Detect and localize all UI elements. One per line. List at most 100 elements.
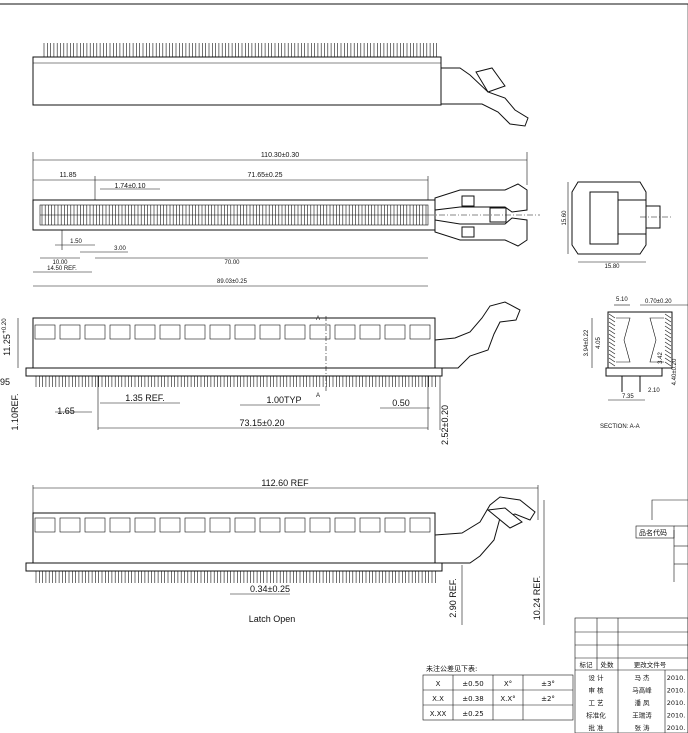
title-block-cell: 王瑞涛 (632, 711, 652, 720)
hatch (664, 313, 672, 319)
hatch (664, 349, 672, 355)
window (234, 517, 256, 533)
tolerance-cell: ±2° (541, 695, 555, 703)
hatch (664, 341, 672, 347)
title-block-header: 更改文件号 (634, 660, 667, 669)
dim-pin-block: 71.65±0.25 (248, 172, 283, 179)
front-view-base (25, 367, 443, 377)
dim-100: 1.00TYP (266, 395, 301, 405)
window (34, 517, 56, 533)
window (34, 324, 56, 340)
hatch (664, 361, 672, 367)
open-view-body (32, 512, 436, 564)
end-view-core (589, 191, 619, 245)
window (309, 517, 331, 533)
hatch (608, 317, 616, 323)
dim-end-width: 15.60 (562, 210, 568, 226)
top-view: 110.30±0.30 11.85 71.65±0.25 1.74±0.10 1… (32, 152, 540, 287)
hatch (664, 357, 672, 363)
section-contacts (616, 317, 664, 363)
tolerance-table-title: 未注公差见下表: (426, 664, 477, 673)
title-block-cell: 2010. (667, 712, 686, 720)
hatch (608, 329, 616, 335)
dim-1450: 14.50 REF. (47, 266, 77, 272)
window (334, 517, 356, 533)
window (359, 324, 381, 340)
dim-70: 70.00 (224, 260, 240, 266)
window (359, 517, 381, 533)
tolerance-cell: X (436, 680, 441, 688)
dim-89: 89.03±0.25 (217, 279, 248, 285)
dim-pitch: 1.74±0.10 (114, 183, 145, 190)
window (159, 324, 181, 340)
open-view-windows (34, 517, 431, 533)
hatch (664, 353, 672, 359)
dim-135: 1.35 REF. (125, 393, 165, 403)
dim-735: 7.35 (622, 394, 634, 400)
hatch (608, 313, 616, 319)
dim-ref-110: 1.10REF. (10, 393, 20, 430)
dim-342: 3.42 (658, 352, 664, 364)
title-block-cell: 2010. (667, 687, 686, 695)
title-block-cell: 批 准 (588, 723, 604, 732)
open-view-pins (35, 571, 436, 583)
latch-open-view: 112.60 REF 0.34±0.25 Latch Open 2.90 REF… (25, 478, 545, 625)
dim-left-offset: 11.85 (60, 172, 77, 179)
title-block-frame (574, 617, 688, 733)
hatch (664, 329, 672, 335)
open-view-latch (434, 496, 536, 564)
window (409, 517, 431, 533)
dim-252: 2.52±0.20 (440, 405, 450, 445)
hatch (608, 321, 616, 327)
hatch (608, 333, 616, 339)
title-block-cell: 2010. (667, 674, 686, 682)
window (59, 324, 81, 340)
title-block-header: 标记 (580, 660, 594, 669)
window (184, 517, 206, 533)
dim-left-small: 95 (0, 377, 10, 387)
tolerance-cell: ±0.25 (462, 710, 483, 718)
dim-440: 4.40±0.20 (672, 358, 678, 385)
code-box-top-frame (651, 499, 688, 520)
hatch (608, 341, 616, 347)
dim-height-tol: +0.20 (2, 318, 8, 334)
title-block-cell: 审 核 (588, 686, 604, 695)
window (134, 324, 156, 340)
side-view-body (32, 56, 442, 106)
tolerance-cell: X.X (432, 695, 444, 703)
top-view-latch-lower (434, 217, 528, 247)
section-hatch (608, 313, 672, 367)
hatch (608, 357, 616, 363)
title-block-cell: 马高峰 (632, 686, 652, 695)
top-view-latch-upper (434, 183, 528, 213)
section-mark-bottom: A (316, 393, 320, 399)
top-view-latch-hole-lower (461, 226, 475, 238)
title-block-cell: 马 杰 (634, 673, 650, 682)
side-view-pins (43, 43, 438, 57)
window (109, 324, 131, 340)
section-mark-top: A (316, 316, 320, 322)
hatch (664, 337, 672, 343)
dim-overall-open: 112.60 REF (261, 478, 309, 488)
dim-210: 2.10 (648, 388, 660, 394)
open-view-latch-lever (486, 507, 523, 529)
hatch (608, 353, 616, 359)
window (259, 517, 281, 533)
dim-7315: 73.15±0.20 (240, 418, 285, 428)
window (309, 324, 331, 340)
hatch (664, 345, 672, 351)
hatch (664, 317, 672, 323)
dim-165: 1.65 (57, 406, 75, 416)
code-box: 品名代码 (635, 499, 688, 582)
window (259, 324, 281, 340)
dim-070: 0.70±0.20 (645, 299, 672, 305)
end-view: 15.60 15.80 (562, 181, 672, 270)
window (284, 517, 306, 533)
dim-end-depth: 15.80 (604, 264, 620, 270)
code-box-label: 品名代码 (639, 528, 667, 537)
hatch (664, 321, 672, 327)
front-view: A A 11.25 +0.20 95 1.10REF. 1.65 1.35 RE… (0, 301, 521, 445)
